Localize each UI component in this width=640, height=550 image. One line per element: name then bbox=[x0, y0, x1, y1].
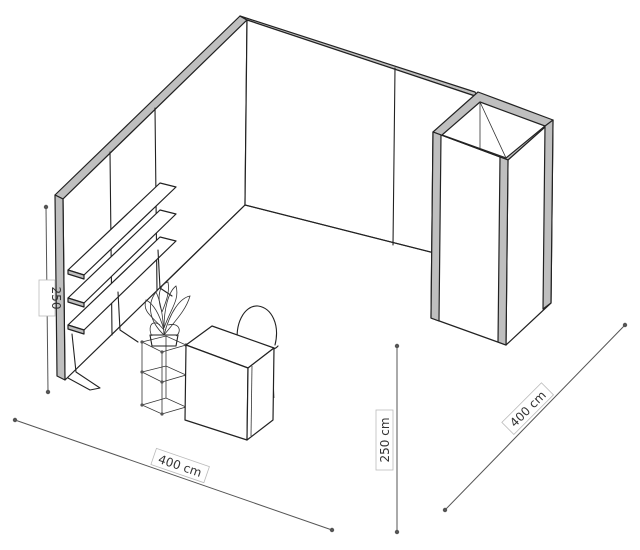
dimension-depth: 400 cm bbox=[442, 322, 628, 513]
wall-height-label: 250 bbox=[49, 287, 63, 310]
dimension-height: 250 cm bbox=[375, 343, 400, 535]
counter-desk bbox=[184, 325, 275, 441]
wall-shelves bbox=[67, 182, 177, 391]
back-wall bbox=[239, 15, 479, 263]
height-label: 250 cm bbox=[378, 417, 392, 462]
dimension-width: 400 cm bbox=[12, 417, 335, 533]
potted-plant bbox=[144, 281, 191, 347]
dimension-wall-height: 250 bbox=[38, 204, 63, 395]
storage-cabin bbox=[430, 91, 554, 346]
cube-shelf bbox=[140, 335, 188, 416]
floor-left-edge bbox=[159, 204, 246, 289]
